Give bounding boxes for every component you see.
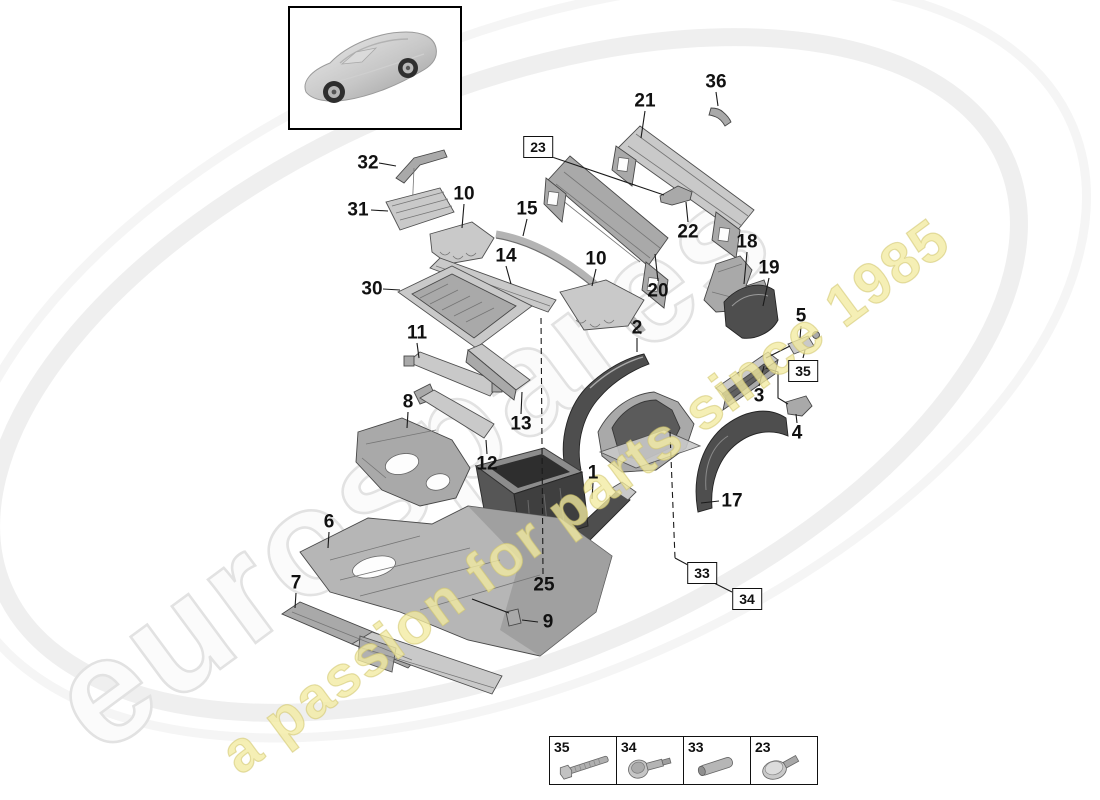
callout-6[interactable]: 6	[323, 511, 335, 533]
part-12-rail	[413, 383, 495, 439]
callout-10[interactable]: 10	[585, 248, 607, 270]
part-13-rail	[465, 343, 531, 401]
leader-lines	[294, 91, 806, 623]
legend-cell-33[interactable]: 33	[684, 737, 751, 784]
part-2-side-member	[562, 353, 650, 473]
legend-label-23: 23	[755, 739, 771, 755]
callout-19[interactable]: 19	[758, 257, 780, 279]
callout-14[interactable]: 14	[495, 245, 517, 267]
callout-13[interactable]: 13	[510, 413, 532, 435]
callout-33-box[interactable]: 33	[687, 562, 717, 584]
part-31-support	[385, 187, 455, 231]
callout-7[interactable]: 7	[290, 572, 302, 594]
callout-21[interactable]: 21	[634, 90, 656, 112]
callout-34-box[interactable]: 34	[732, 588, 762, 610]
part-30-tray	[397, 265, 533, 349]
callout-32[interactable]: 32	[357, 152, 379, 174]
callout-12[interactable]: 12	[476, 453, 498, 475]
part-3-support-beam	[715, 351, 779, 412]
callout-18[interactable]: 18	[736, 231, 758, 253]
callout-3[interactable]: 3	[753, 385, 765, 407]
part-6-floor-pan	[299, 505, 613, 657]
legend-label-33: 33	[688, 739, 704, 755]
legend-cell-35[interactable]: 35	[550, 737, 617, 784]
wheel-housing-assembly	[597, 391, 702, 473]
car-roof-line	[339, 38, 409, 64]
callout-4[interactable]: 4	[791, 422, 803, 444]
callout-25[interactable]: 25	[533, 574, 555, 596]
callout-22[interactable]: 22	[677, 221, 699, 243]
callout-20[interactable]: 20	[647, 280, 669, 302]
legend-label-35: 35	[554, 739, 570, 755]
vehicle-thumbnail	[304, 31, 437, 103]
callout-17[interactable]: 17	[721, 490, 743, 512]
callout-8[interactable]: 8	[402, 391, 414, 413]
part-17-wheel-arch	[695, 410, 789, 513]
hex-bolt-icon	[559, 755, 609, 780]
part-5-spacer	[787, 331, 820, 355]
flange-bolt-icon	[628, 757, 672, 779]
part-4-bracket	[785, 395, 813, 417]
callout-11[interactable]: 11	[406, 322, 428, 344]
legend-cell-34[interactable]: 34	[617, 737, 684, 784]
legend-label-34: 34	[621, 739, 637, 755]
part-9-clip	[505, 608, 522, 627]
car-windshield	[340, 47, 378, 65]
part-10-plate-a	[429, 221, 495, 265]
part-36-bracket	[708, 107, 732, 127]
callout-1[interactable]: 1	[587, 462, 599, 484]
callout-10[interactable]: 10	[453, 183, 475, 205]
spacer-sleeve-icon	[697, 757, 733, 776]
callout-23-box[interactable]: 23	[523, 136, 553, 158]
callout-31[interactable]: 31	[347, 199, 369, 221]
part-10-plate-b	[559, 279, 645, 331]
washer-head-screw-icon	[762, 754, 800, 780]
part-20-rear-panel	[543, 155, 669, 309]
fastener-legend: 35 34 33	[549, 736, 818, 785]
part-7-longitudinal-member	[281, 601, 503, 695]
part-8-floor-section	[355, 417, 471, 507]
exploded-parts-layer	[281, 107, 820, 695]
callout-15[interactable]: 15	[516, 198, 538, 220]
part-22-bracket	[659, 185, 693, 206]
callout-5[interactable]: 5	[795, 305, 807, 327]
callout-9[interactable]: 9	[542, 611, 554, 633]
callout-35-box[interactable]: 35	[788, 360, 818, 382]
callout-36[interactable]: 36	[705, 71, 727, 93]
part-21-crossmember	[611, 125, 755, 259]
legend-cell-23[interactable]: 23	[751, 737, 817, 784]
callout-2[interactable]: 2	[631, 317, 643, 339]
vehicle-thumbnail-frame	[288, 6, 462, 130]
callout-30[interactable]: 30	[361, 278, 383, 300]
